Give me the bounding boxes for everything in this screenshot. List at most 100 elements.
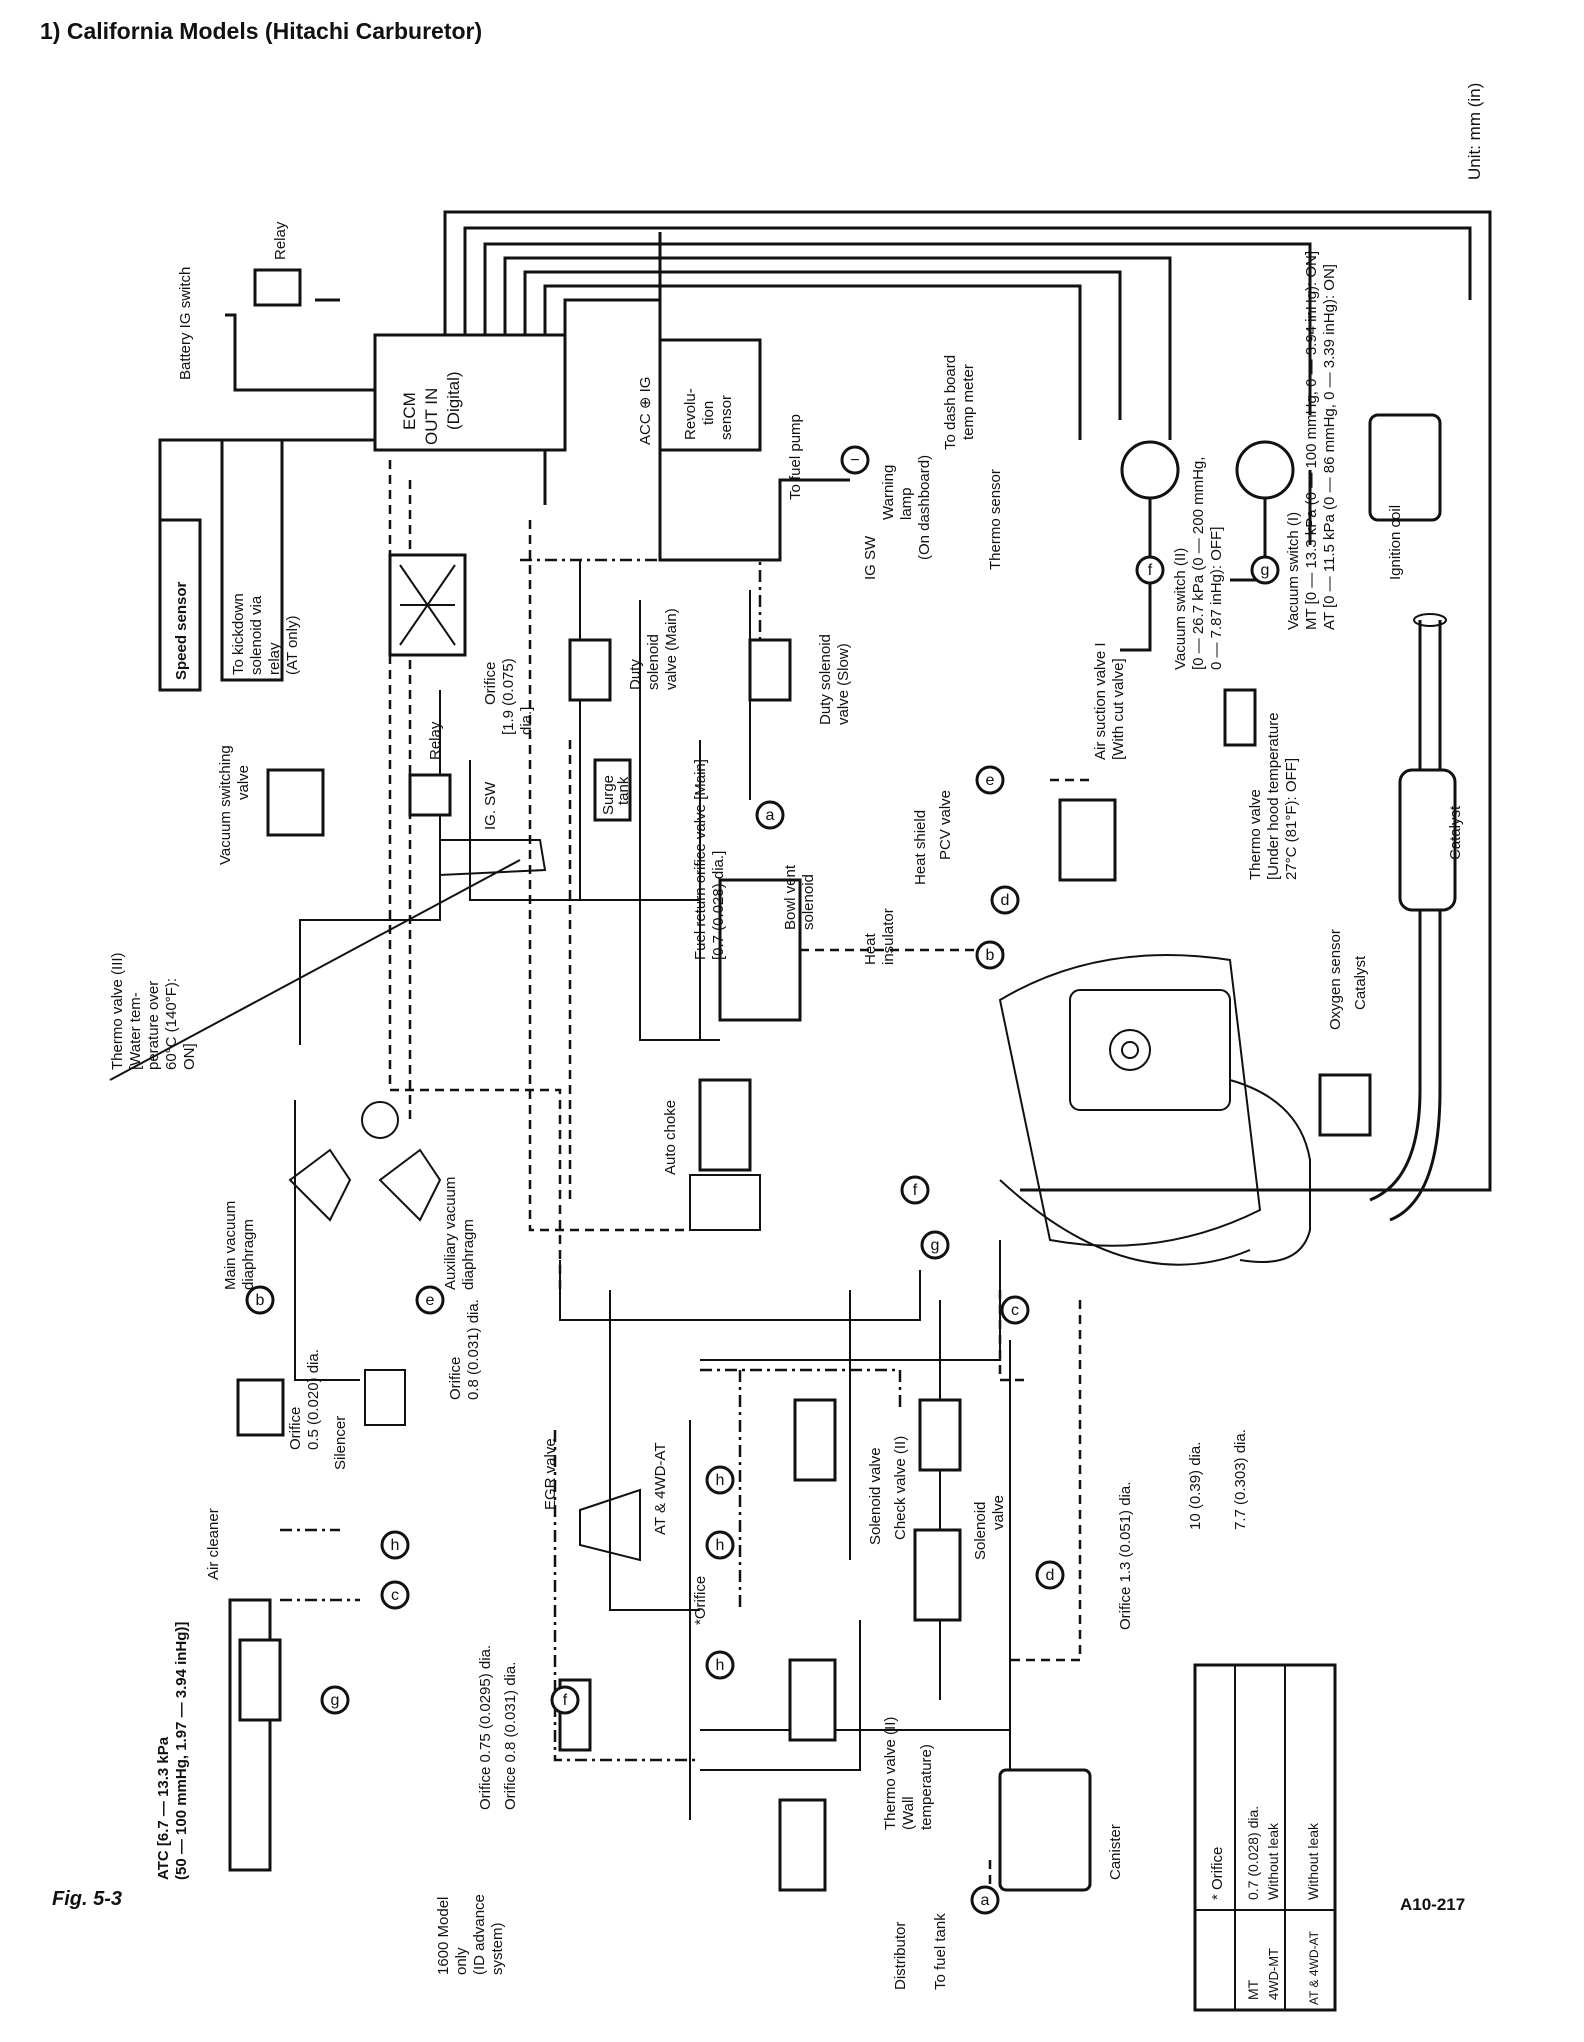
auxiliary-vacuum-diaphragm bbox=[378, 1148, 442, 1222]
carburetor-body bbox=[718, 878, 802, 1022]
thermo-valve-3-leader bbox=[109, 859, 521, 1081]
solenoid-valve-lower-1: Solenoid bbox=[972, 1502, 989, 1560]
thermo-valve-2 bbox=[788, 1658, 837, 1742]
connector-markers: a a b b c c d d e e f f f g g g h h h h … bbox=[245, 445, 1280, 1915]
heat-insulator-2: insulator bbox=[880, 908, 897, 965]
pcv-label: PCV valve bbox=[937, 790, 954, 860]
connector-g-mid: g bbox=[931, 1237, 940, 1254]
duty-main-2: solenoid bbox=[645, 634, 662, 690]
fuel-return-1: Fuel return orifice valve [Main] bbox=[692, 759, 709, 960]
dim-10-label: 10 (0.39) dia. bbox=[1187, 1442, 1204, 1530]
ecm-line-3: (Digital) bbox=[444, 371, 463, 430]
connector-e-lower: e bbox=[426, 1292, 435, 1309]
orifice-08-top-1: Orifice bbox=[447, 1357, 464, 1400]
thermo-valve-2-1: Thermo valve (II) bbox=[882, 1717, 899, 1830]
orifice-table-row-3-value: Without leak bbox=[1305, 1822, 1321, 1900]
components bbox=[158, 268, 1457, 1892]
dim-77-label: 7.7 (0.303) dia. bbox=[1232, 1429, 1249, 1530]
air-cleaner-label: Air cleaner bbox=[205, 1508, 222, 1580]
page-title: 1) California Models (Hitachi Carburetor… bbox=[40, 18, 483, 44]
dash-temp-1: To dash board bbox=[942, 355, 959, 450]
ig-sw-lamp-2: Warning bbox=[880, 465, 897, 520]
connector-d-lower: d bbox=[1046, 1567, 1055, 1584]
duty-slow-2: valve (Slow) bbox=[835, 643, 852, 725]
thermo-valve-3-4: 60°C (140°F): bbox=[163, 978, 180, 1070]
to-fuel-tank-label: To fuel tank bbox=[932, 1913, 949, 1990]
vacuum-switching-2: valve bbox=[235, 765, 252, 800]
aux-vac-2: diaphragm bbox=[460, 1219, 477, 1290]
spring-coil bbox=[361, 1101, 399, 1139]
orifice-table-row-1-value: 0.7 (0.028) dia. bbox=[1245, 1806, 1261, 1900]
duty-solenoid-slow-box bbox=[748, 638, 792, 702]
orifice-075-label: Orifice 0.75 (0.0295) dia. bbox=[477, 1645, 494, 1810]
orifice-table-title: * Orifice bbox=[1209, 1847, 1226, 1900]
engine-block bbox=[998, 613, 1447, 1266]
connector-g: g bbox=[1261, 562, 1270, 579]
warning-lamp-minus: − bbox=[850, 452, 859, 469]
main-vac-1: Main vacuum bbox=[222, 1201, 239, 1290]
kickdown-line-1: To kickdown bbox=[230, 593, 247, 675]
thermo-valve-2-3: temperature) bbox=[918, 1744, 935, 1830]
relay-mid-label: Relay bbox=[427, 721, 444, 760]
speed-sensor-box bbox=[158, 518, 202, 692]
orifice-19-2: [1.9 (0.075) bbox=[500, 658, 517, 735]
main-vac-2: diaphragm bbox=[240, 1219, 257, 1290]
orifice-table-row-3-model: AT & 4WD-AT bbox=[1307, 1930, 1321, 2005]
auto-choke-label: Auto choke bbox=[662, 1100, 679, 1175]
orifice-08-low-label: Orifice 0.8 (0.031) dia. bbox=[502, 1662, 519, 1810]
relay-top-label: Relay bbox=[272, 221, 289, 260]
revolution-line-3: sensor bbox=[718, 395, 735, 440]
orifice-table-row-1-model: MT bbox=[1245, 1979, 1261, 2000]
orifice-table-row-2-model: 4WD-MT bbox=[1266, 1948, 1281, 2000]
surge-tank-1: Surge bbox=[600, 775, 617, 815]
speed-sensor-label: Speed sensor bbox=[173, 581, 190, 680]
vacuum-switch-2-line-3: 0 — 7.87 inHg): OFF] bbox=[1208, 527, 1225, 670]
heat-insulator-1: Heat bbox=[862, 932, 879, 965]
battery-ig-label: Battery IG switch bbox=[177, 267, 194, 380]
surge-tank-2: tank bbox=[615, 776, 632, 805]
ig-sw-lamp-1: IG SW bbox=[862, 535, 879, 580]
bowl-vent-2: solenoid bbox=[800, 874, 817, 930]
thermo-valve-3-3: perature over bbox=[145, 981, 162, 1070]
drawing-code: A10-217 bbox=[1400, 1895, 1465, 1914]
ig-sw-block bbox=[439, 839, 547, 877]
vacuum-switch-1-line-3: AT [0 — 11.5 kPa (0 — 86 mmHg, 0 — 3.39 … bbox=[1321, 264, 1338, 630]
ecm-line-2: OUT IN bbox=[422, 388, 441, 445]
solenoid-valve-lower-2: valve bbox=[990, 1495, 1007, 1530]
orifice-19-1: Orifice bbox=[482, 662, 499, 705]
orifice-13-label: Orifice 1.3 (0.051) dia. bbox=[1117, 1482, 1134, 1630]
fuel-return-2: [0.7 (0.028) dia.] bbox=[710, 851, 727, 960]
revolution-line-1: Revolu- bbox=[682, 388, 699, 440]
thermo-valve-2-2: (Wall bbox=[900, 1796, 917, 1830]
ig-sw-lamp-3: lamp bbox=[898, 487, 915, 520]
air-suction-valve-box bbox=[1058, 798, 1117, 882]
acc-ig-label: ACC ⊕ IG bbox=[637, 377, 654, 445]
connector-c: c bbox=[1011, 1302, 1019, 1319]
connector-b: b bbox=[986, 947, 995, 964]
connector-f-lower: f bbox=[563, 1692, 568, 1709]
orifice-08-top-2: 0.8 (0.031) dia. bbox=[465, 1299, 482, 1400]
atc-line-2: (50 — 100 mmHg, 1.97 — 3.94 inHg)] bbox=[173, 1622, 190, 1880]
model-1600-3: (ID advance bbox=[471, 1894, 488, 1975]
connector-h-2: h bbox=[716, 1537, 725, 1554]
connector-g-lower: g bbox=[331, 1692, 340, 1709]
oxygen-sensor-label: Oxygen sensor bbox=[1327, 929, 1344, 1030]
connector-d: d bbox=[1001, 892, 1010, 909]
duty-solenoid-main-box bbox=[568, 638, 612, 702]
silencer-label: Silencer bbox=[332, 1416, 349, 1470]
catalyst-lower bbox=[1318, 1073, 1372, 1137]
thermo-valve-3-5: ON] bbox=[181, 1043, 198, 1070]
orifice-05-1: Orifice bbox=[287, 1407, 304, 1450]
thermo-valve-hood-2: [Under hood temperature bbox=[1265, 712, 1282, 880]
at-4wd-label: AT & 4WD-AT bbox=[652, 1442, 669, 1535]
ignition-coil-label: Ignition coil bbox=[1387, 505, 1404, 580]
kickdown-box bbox=[220, 438, 284, 682]
thermo-valve-hood-1: Thermo valve bbox=[1247, 789, 1264, 880]
connector-h-lower: h bbox=[391, 1537, 400, 1554]
vacuum-switch-2-line-2: [0 — 26.7 kPa (0 — 200 mmHg, bbox=[1190, 457, 1207, 670]
vacuum-switch-1 bbox=[1235, 440, 1295, 500]
aux-vac-1: Auxiliary vacuum bbox=[442, 1177, 459, 1290]
solenoid-valve-upper-label: Solenoid valve bbox=[867, 1447, 884, 1545]
auto-choke-box bbox=[698, 1078, 752, 1172]
vacuum-switch-2 bbox=[1120, 440, 1180, 500]
